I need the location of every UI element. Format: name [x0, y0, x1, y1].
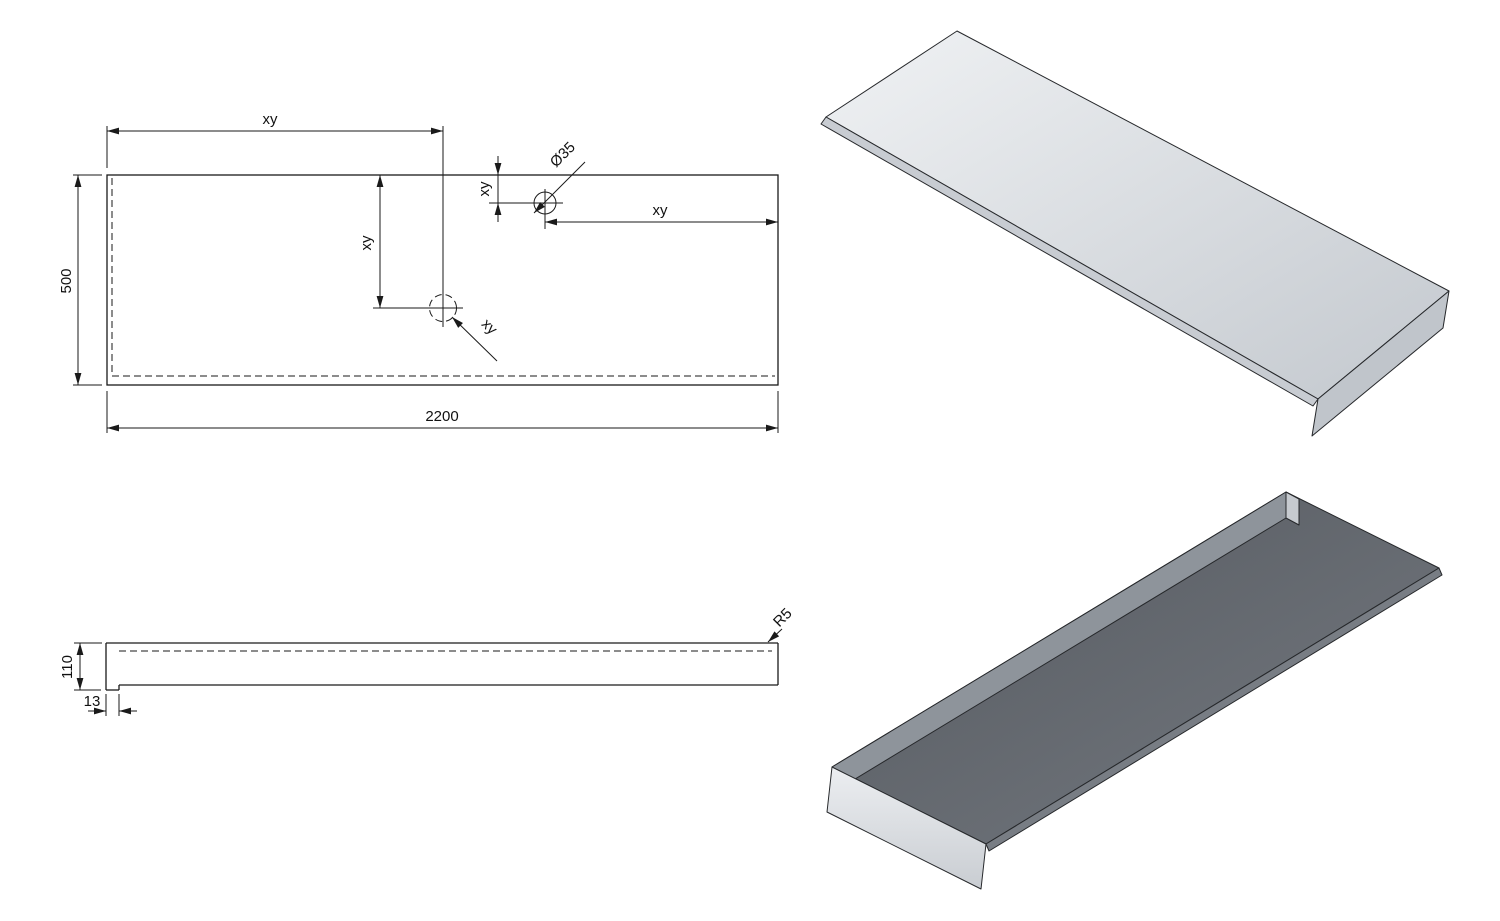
iso-back-thickness-edge	[985, 567, 1443, 852]
plan-view: xy 500 2200 xy xy	[58, 111, 779, 433]
dim-hole1-x: xy	[544, 202, 778, 227]
iso-apron-outer-flap	[826, 766, 987, 890]
dim-hole1-y: xy	[476, 156, 502, 222]
leader-line	[533, 161, 586, 214]
dim-height: 110	[59, 642, 102, 691]
dim-total-length: 2200	[106, 391, 779, 433]
dim-hole2-x: xy	[106, 111, 443, 168]
iso-top-view	[820, 30, 1450, 437]
dim-label: 13	[84, 693, 101, 710]
iso-front-thickness-edge	[820, 116, 1319, 407]
iso-apron-face	[1311, 290, 1450, 437]
dim-label: 110	[59, 655, 76, 679]
dim-label: xy	[263, 111, 279, 128]
dim-hole2-y: xy	[358, 175, 384, 308]
dim-label: xy	[476, 181, 493, 197]
iso-bottom-view	[826, 491, 1443, 890]
dim-label: 2200	[425, 408, 458, 425]
dim-label: xy	[653, 202, 669, 219]
iso-apron-end-cap	[1285, 491, 1300, 526]
dim-thickness: 13	[84, 693, 137, 716]
dim-depth: 500	[58, 174, 102, 386]
dim-label: 500	[58, 268, 75, 293]
leader-line	[767, 628, 783, 643]
leader-line	[451, 316, 498, 362]
dim-label: xy	[358, 235, 375, 251]
